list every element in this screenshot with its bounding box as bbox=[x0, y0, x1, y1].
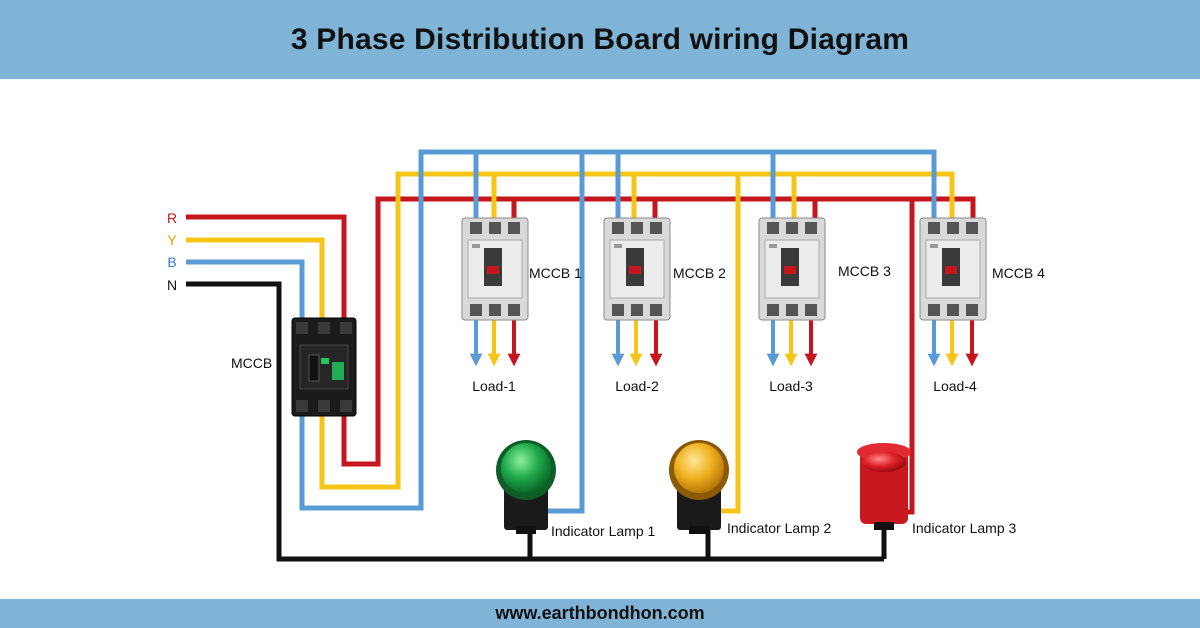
blue-supply-wire bbox=[186, 259, 305, 322]
indicator-lamp-3-label: Indicator Lamp 3 bbox=[912, 520, 1016, 536]
supply-label-n: N bbox=[167, 277, 177, 293]
mccb-2-label: MCCB 2 bbox=[673, 265, 726, 281]
load-2-label: Load-2 bbox=[615, 378, 659, 394]
mccb-1-label: MCCB 1 bbox=[529, 265, 582, 281]
supply-label-y: Y bbox=[167, 232, 177, 248]
branch-mccb-2 bbox=[603, 217, 671, 321]
supply-wires bbox=[186, 214, 884, 562]
indicator-lamp-3-icon bbox=[857, 443, 911, 530]
load-1-label: Load-1 bbox=[472, 378, 516, 394]
indicator-lamp-2-label: Indicator Lamp 2 bbox=[727, 520, 831, 536]
main-mccb-label: MCCB bbox=[231, 355, 272, 371]
busbar-wires bbox=[299, 149, 976, 559]
yellow-bus-wire bbox=[319, 171, 955, 490]
red-supply-wire bbox=[186, 214, 347, 322]
indicator-lamp-1-icon bbox=[496, 440, 556, 534]
load-4-label: Load-4 bbox=[933, 378, 977, 394]
footer-banner: www.earthbondhon.com bbox=[0, 599, 1200, 628]
red-bus-wire bbox=[341, 196, 915, 515]
indicator-lamp-2-icon bbox=[669, 440, 729, 534]
load-3-label: Load-3 bbox=[769, 378, 813, 394]
neutral-wire bbox=[186, 281, 884, 562]
supply-label-r: R bbox=[167, 210, 177, 226]
page-title: 3 Phase Distribution Board wiring Diagra… bbox=[290, 22, 910, 56]
branch-mccb-3 bbox=[758, 217, 826, 321]
mccb-4-label: MCCB 4 bbox=[992, 265, 1045, 281]
load-outputs bbox=[469, 316, 979, 367]
yellow-supply-wire bbox=[186, 237, 325, 322]
blue-bus-wire bbox=[299, 149, 937, 511]
supply-label-b: B bbox=[167, 254, 176, 270]
mccb-3-label: MCCB 3 bbox=[838, 263, 891, 279]
main-mccb bbox=[291, 317, 357, 417]
title-banner: 3 Phase Distribution Board wiring Diagra… bbox=[0, 0, 1200, 79]
branch-mccb-1 bbox=[461, 217, 529, 321]
indicator-lamp-1-label: Indicator Lamp 1 bbox=[551, 523, 655, 539]
labels: R Y B N MCCB MCCB 1 MCCB 2 MCCB 3 MCCB 4… bbox=[167, 210, 1045, 539]
branch-mccb-4 bbox=[919, 217, 987, 321]
website-link[interactable]: www.earthbondhon.com bbox=[495, 603, 705, 623]
